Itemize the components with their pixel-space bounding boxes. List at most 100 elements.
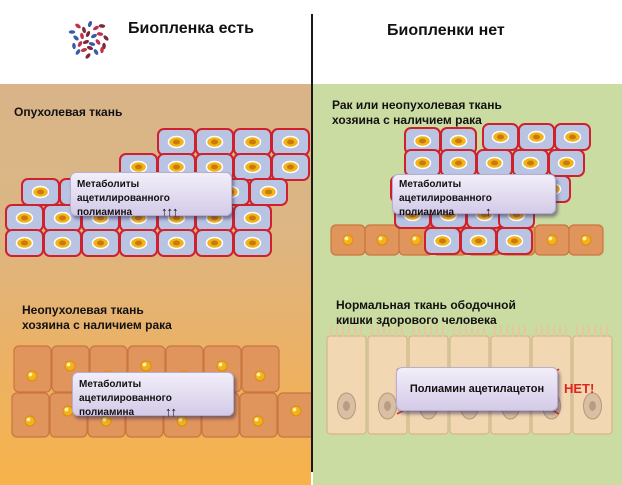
cancer-metabolites-level: ↑ xyxy=(485,204,491,219)
tumor-metabolites-level: ↑↑↑ xyxy=(161,204,178,219)
bacteria-cluster-icon xyxy=(68,20,109,59)
normal-tissue-label-line1: Нормальная ткань ободочной xyxy=(336,298,516,312)
tumor-cell-nucleolus xyxy=(249,240,256,246)
center-divider xyxy=(311,14,313,472)
normal-cell-nucleus xyxy=(26,370,38,382)
tumor-metabolites-line1: Метаболиты ацетилированного xyxy=(77,179,170,204)
bacterium xyxy=(68,30,76,34)
bacterium xyxy=(93,25,99,31)
normal-cell-nucleus xyxy=(546,234,558,246)
tumor-cell-nucleolus xyxy=(511,238,518,244)
host-tissue-label-line2: хозяина с наличием рака xyxy=(22,318,172,332)
bacterium xyxy=(80,32,84,40)
bacterium xyxy=(98,24,106,28)
nucleus-highlight xyxy=(142,362,147,367)
tumor-cell-nucleolus xyxy=(135,240,142,246)
tumor-cell-nucleolus xyxy=(475,238,482,244)
healthy-cell-nucleolus xyxy=(589,401,596,411)
tumor-cell-nucleolus xyxy=(173,139,180,145)
tumor-cell-nucleolus xyxy=(455,160,462,166)
normal-cell-nucleus xyxy=(252,415,264,427)
tumor-cell-nucleolus xyxy=(173,215,180,221)
tumor-cell-nucleolus xyxy=(135,215,142,221)
tumor-cell-nucleolus xyxy=(249,164,256,170)
right-header-title: Биопленки нет xyxy=(387,22,505,39)
bacterium xyxy=(96,32,104,36)
healthy-cell-nucleolus xyxy=(384,401,391,411)
tumor-metabolites-line2: полиамина xyxy=(77,207,133,218)
tumor-cell-nucleolus xyxy=(135,164,142,170)
nucleus-highlight xyxy=(292,407,297,412)
normal-cell-nucleus xyxy=(24,415,36,427)
tumor-cell-nucleolus xyxy=(287,139,294,145)
tumor-cell-nucleolus xyxy=(265,189,272,195)
nucleus-highlight xyxy=(64,407,69,412)
right-tissue-illustration xyxy=(326,123,613,435)
nucleus-highlight xyxy=(582,236,587,241)
left-header-title: Биопленка есть xyxy=(128,20,254,37)
nucleus-highlight xyxy=(26,417,31,422)
host-metabolites-level: ↑↑ xyxy=(165,404,177,419)
normal-tissue-label-line2: кишки здорового человека xyxy=(336,313,497,327)
bacterium xyxy=(85,31,91,37)
bacterium xyxy=(77,41,83,47)
tumor-cell-nucleolus xyxy=(97,240,104,246)
normal-cell xyxy=(241,345,280,393)
healthy-colon-cell xyxy=(326,335,367,435)
tumor-cell-nucleolus xyxy=(527,160,534,166)
tumor-metabolites-box: Метаболиты ацетилированного полиамина ↑↑… xyxy=(70,172,232,219)
nucleus-highlight xyxy=(344,236,349,241)
normal-polyamine-box: Полиамин ацетилацетон xyxy=(396,367,558,411)
tumor-cell-nucleolus xyxy=(21,215,28,221)
normal-polyamine-text: Полиамин ацетилацетон xyxy=(409,383,545,395)
bacterium xyxy=(72,42,76,50)
bacterium xyxy=(80,48,88,52)
bacterium xyxy=(87,20,93,28)
healthy-cell-nucleolus xyxy=(343,401,350,411)
tumor-cell-nucleolus xyxy=(569,134,576,140)
tumor-cell-nucleolus xyxy=(491,160,498,166)
tumor-cell-nucleolus xyxy=(533,134,540,140)
tumor-cell-nucleolus xyxy=(59,215,66,221)
tumor-tissue-label: Опухолевая ткань xyxy=(14,105,123,119)
cancer-metabolites-line2: полиамина xyxy=(399,207,455,218)
bacterium xyxy=(93,49,99,55)
tumor-cell-nucleolus xyxy=(455,138,462,144)
cancer-tissue-label-line1: Рак или неопухолевая ткань xyxy=(332,98,502,112)
normal-cell-nucleus xyxy=(342,234,354,246)
tumor-cell-nucleolus xyxy=(37,189,44,195)
bacterium xyxy=(82,26,86,34)
healthy-colon-cell xyxy=(572,335,613,435)
nucleus-highlight xyxy=(102,417,107,422)
nucleus-highlight xyxy=(178,417,183,422)
normal-cell-nucleus xyxy=(216,360,228,372)
normal-cell-nucleus xyxy=(64,360,76,372)
bacterium xyxy=(103,35,109,41)
normal-cell-nucleus xyxy=(254,370,266,382)
tumor-cell-nucleolus xyxy=(497,134,504,140)
nucleus-highlight xyxy=(378,236,383,241)
tumor-cell-nucleolus xyxy=(419,138,426,144)
tumor-cell-nucleolus xyxy=(563,160,570,166)
tumor-cell-nucleolus xyxy=(249,139,256,145)
left-tissue-illustration xyxy=(5,128,311,438)
cancer-tissue-label-line2: хозяина с наличием рака xyxy=(332,113,482,127)
normal-cell-nucleus xyxy=(140,360,152,372)
tumor-cell-nucleolus xyxy=(439,238,446,244)
cancer-metabolites-line1: Метаболиты ацетилированного xyxy=(399,179,492,204)
normal-cell xyxy=(239,392,278,438)
normal-cell xyxy=(13,345,52,393)
normal-cell xyxy=(11,392,50,438)
absent-label: НЕТ! xyxy=(564,381,595,396)
normal-cell-nucleus xyxy=(580,234,592,246)
tumor-cell-nucleolus xyxy=(419,160,426,166)
host-metabolites-line1: Метаболиты ацетилированного xyxy=(79,379,172,404)
nucleus-highlight xyxy=(548,236,553,241)
bacterium xyxy=(75,49,81,55)
tumor-cell-nucleolus xyxy=(211,240,218,246)
bacterium xyxy=(86,45,94,51)
cancer-metabolites-box: Метаболиты ацетилированного полиамина ↑ xyxy=(392,174,556,219)
bacterium xyxy=(95,39,101,45)
nucleus-highlight xyxy=(218,362,223,367)
bacterium xyxy=(73,35,79,41)
